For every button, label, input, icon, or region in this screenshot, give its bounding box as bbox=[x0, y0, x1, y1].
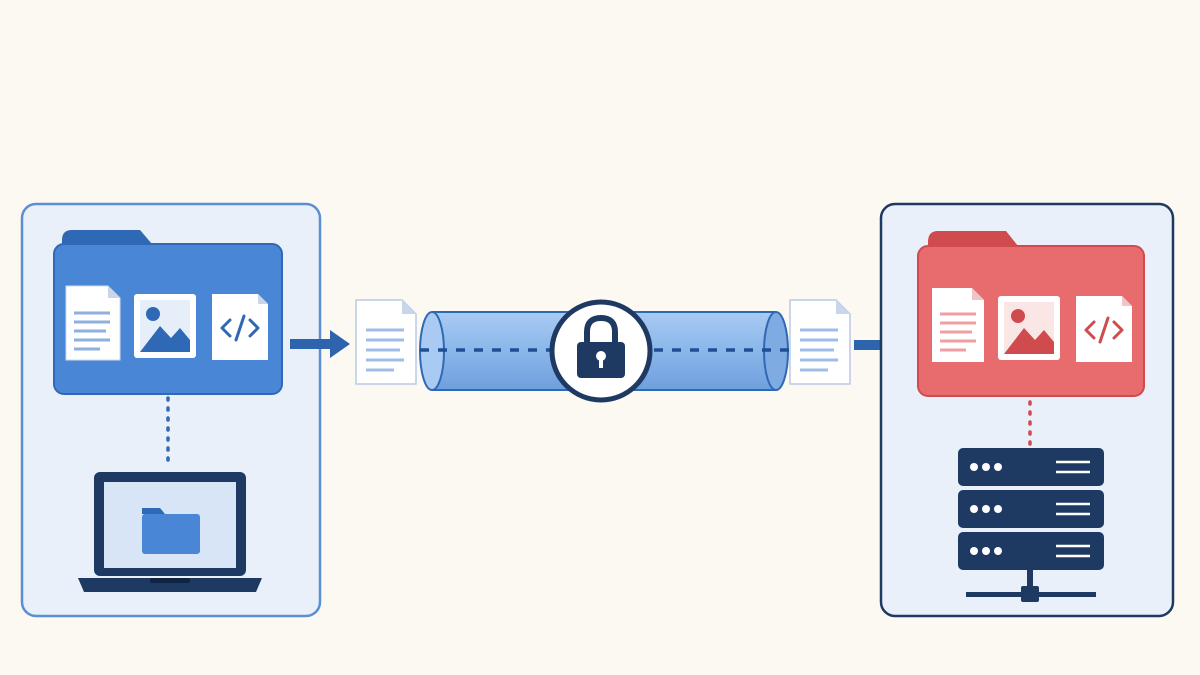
image-file-icon bbox=[998, 296, 1060, 360]
document-icon bbox=[789, 299, 851, 385]
server-rack-icon bbox=[958, 448, 1104, 602]
text-document-icon bbox=[932, 288, 984, 362]
image-file-icon bbox=[134, 294, 196, 358]
destination-panel bbox=[879, 202, 1175, 618]
code-file-icon bbox=[1076, 296, 1132, 362]
transfer-section bbox=[290, 299, 912, 403]
laptop-icon bbox=[78, 472, 262, 592]
source-panel bbox=[20, 202, 322, 618]
code-file-icon bbox=[212, 294, 268, 360]
text-document-icon bbox=[65, 285, 121, 361]
document-icon bbox=[355, 299, 417, 385]
laptop-folder-icon bbox=[142, 508, 200, 554]
padlock-icon bbox=[549, 299, 653, 403]
network-connector-icon bbox=[966, 570, 1096, 602]
arrow-right-icon bbox=[290, 330, 350, 358]
